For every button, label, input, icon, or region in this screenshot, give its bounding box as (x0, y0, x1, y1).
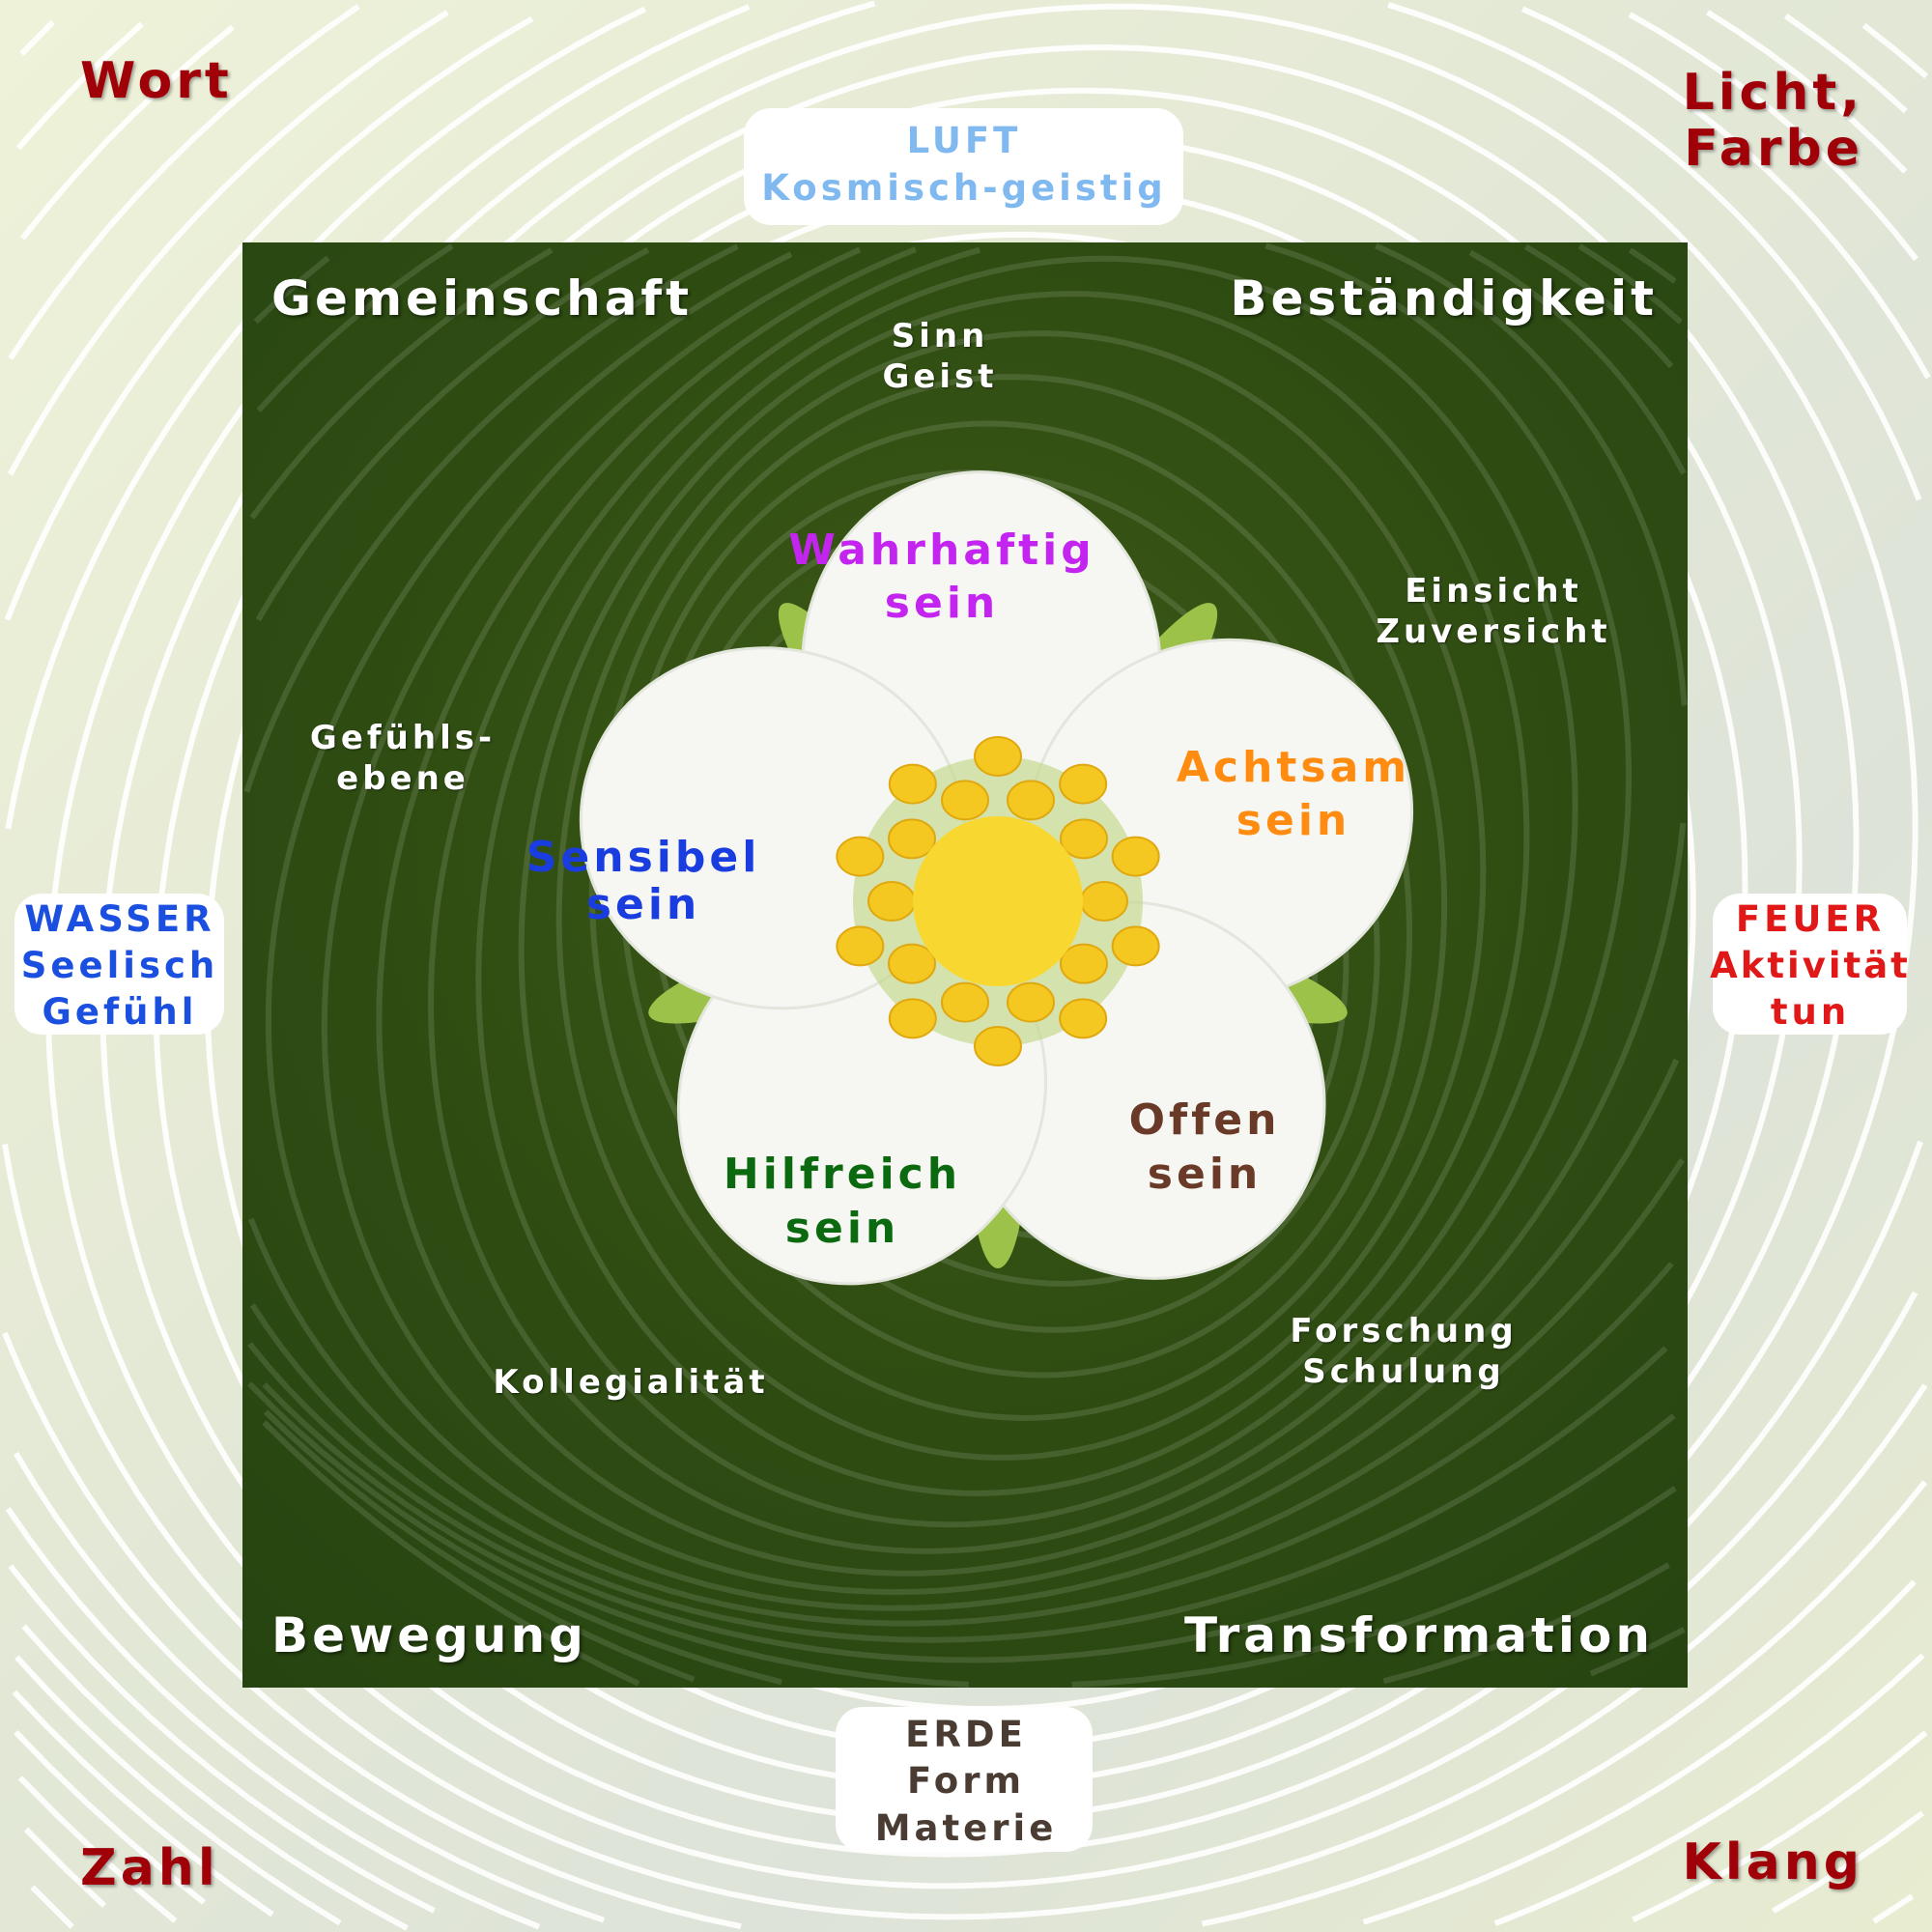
water-line-3: Gefühl (42, 991, 198, 1033)
petal-label-wahrhaftig: Wahrhaftig (788, 526, 1095, 575)
quadrant-bestaendigkeit: Beständigkeit (1230, 270, 1658, 327)
stamen (941, 981, 990, 1023)
swirl-line (14, 19, 1915, 1926)
stamen (1059, 763, 1108, 805)
stamen (1059, 818, 1108, 860)
fire-line-2: Aktivität (1710, 945, 1911, 986)
aspect-ebene: ebene (336, 759, 469, 798)
earth-title: ERDE (905, 1714, 1027, 1755)
fire-line-3: tun (1770, 991, 1851, 1033)
flower-image (579, 470, 1414, 1286)
swirl-line (247, 255, 1670, 1686)
swirl-line (427, 242, 1633, 1554)
quadrant-bewegung: Bewegung (271, 1607, 587, 1663)
swirl-line (265, 243, 1686, 1611)
stamen (1006, 780, 1055, 821)
aspect-forschung: Forschung (1290, 1312, 1518, 1350)
swirl-line (14, 1730, 206, 1905)
corner-label-farbe: Farbe (1684, 120, 1863, 178)
swirl-line (8, 24, 1928, 1923)
aspect-zuversicht: Zuversicht (1376, 612, 1611, 651)
earth-line-2: Form (907, 1760, 1025, 1802)
stamen (1080, 881, 1128, 922)
element-box-air (744, 108, 1183, 225)
swirl-line (518, 291, 1530, 1496)
stamen (836, 836, 885, 877)
element-box-fire (1713, 894, 1907, 1035)
swirl-line (256, 243, 1677, 1688)
swirl-line (99, 0, 1923, 1858)
stamen (974, 1026, 1022, 1066)
swirl-line (153, 3, 1918, 1825)
petal-label-hilfreich-sein: sein (784, 1204, 900, 1253)
corner-label-wort: Wort (80, 52, 233, 110)
quadrant-gemeinschaft: Gemeinschaft (271, 270, 694, 327)
stamen (1059, 998, 1108, 1039)
petal-label-hilfreich: Hilfreich (723, 1150, 962, 1199)
stamen (1059, 943, 1108, 984)
element-box-water (14, 894, 224, 1035)
aspect-kollegialitaet: Kollegialität (493, 1363, 769, 1402)
swirl-line (588, 374, 1448, 1421)
water-title: WASSER (24, 898, 215, 940)
earth-line-3: Materie (874, 1807, 1058, 1849)
swirl-line (7, 10, 1917, 1925)
stamen (867, 881, 916, 922)
aspect-sinn: Sinn (891, 317, 989, 355)
green-panel (242, 242, 1688, 1688)
aspect-einsicht: Einsicht (1405, 572, 1582, 611)
swirl-line (23, 1827, 107, 1908)
swirl-line (263, 1409, 1686, 1683)
corner-label-zahl: Zahl (80, 1839, 219, 1897)
petal-label-offen-sein: sein (1147, 1150, 1263, 1199)
petal-label-wahrhaftig-sein: sein (884, 579, 1000, 628)
stamen (974, 736, 1022, 777)
element-box-earth (836, 1707, 1093, 1852)
petal-label-offen: Offen (1128, 1095, 1281, 1145)
fire-title: FEUER (1735, 898, 1886, 940)
stamen (941, 780, 990, 821)
stamen (888, 818, 937, 860)
petal-label-achtsam-sein: sein (1236, 796, 1351, 845)
stamen (836, 925, 885, 967)
swirl-line (44, 4, 1931, 1889)
swirl-line (2, 10, 1928, 1930)
air-subtitle: Kosmisch-geistig (761, 167, 1167, 209)
swirl-line (5, 4, 1929, 1930)
swirl-line (17, 1776, 178, 1923)
air-title: LUFT (906, 120, 1022, 161)
swirl-line (247, 247, 1676, 1663)
swirl-line (249, 246, 1677, 1643)
aspect-gefuehls: Gefühls- (309, 719, 497, 757)
swirl-line (2, 6, 1928, 1920)
stamen (1111, 836, 1160, 877)
swirl-line (321, 246, 1687, 1596)
swirl-line (15, 21, 1924, 1931)
stamen (888, 998, 937, 1039)
swirl-line (30, 1885, 74, 1929)
aspect-schulung: Schulung (1302, 1352, 1505, 1391)
stamen (1006, 981, 1055, 1023)
corner-label-licht: Licht, (1682, 64, 1863, 122)
swirl-line (243, 243, 1683, 1627)
quadrant-transformation: Transformation (1184, 1607, 1654, 1663)
swirl-line (262, 1420, 640, 1687)
swirl-line (475, 255, 1578, 1528)
stamen (1111, 925, 1160, 967)
swirl-line (555, 330, 1487, 1461)
swirl-line (12, 1690, 274, 1918)
aspect-geist: Geist (882, 357, 998, 396)
flower-center (913, 816, 1083, 986)
swirl-line (376, 242, 1688, 1577)
corner-label-klang: Klang (1682, 1833, 1863, 1891)
petal-label-achtsam: Achtsam (1176, 743, 1411, 792)
petal-label-sensibel-sein: sein (585, 880, 701, 929)
petal-label-sensibel: Sensibel (526, 833, 761, 882)
stamen (888, 763, 937, 805)
stamen (888, 943, 937, 984)
water-line-2: Seelisch (20, 945, 219, 986)
